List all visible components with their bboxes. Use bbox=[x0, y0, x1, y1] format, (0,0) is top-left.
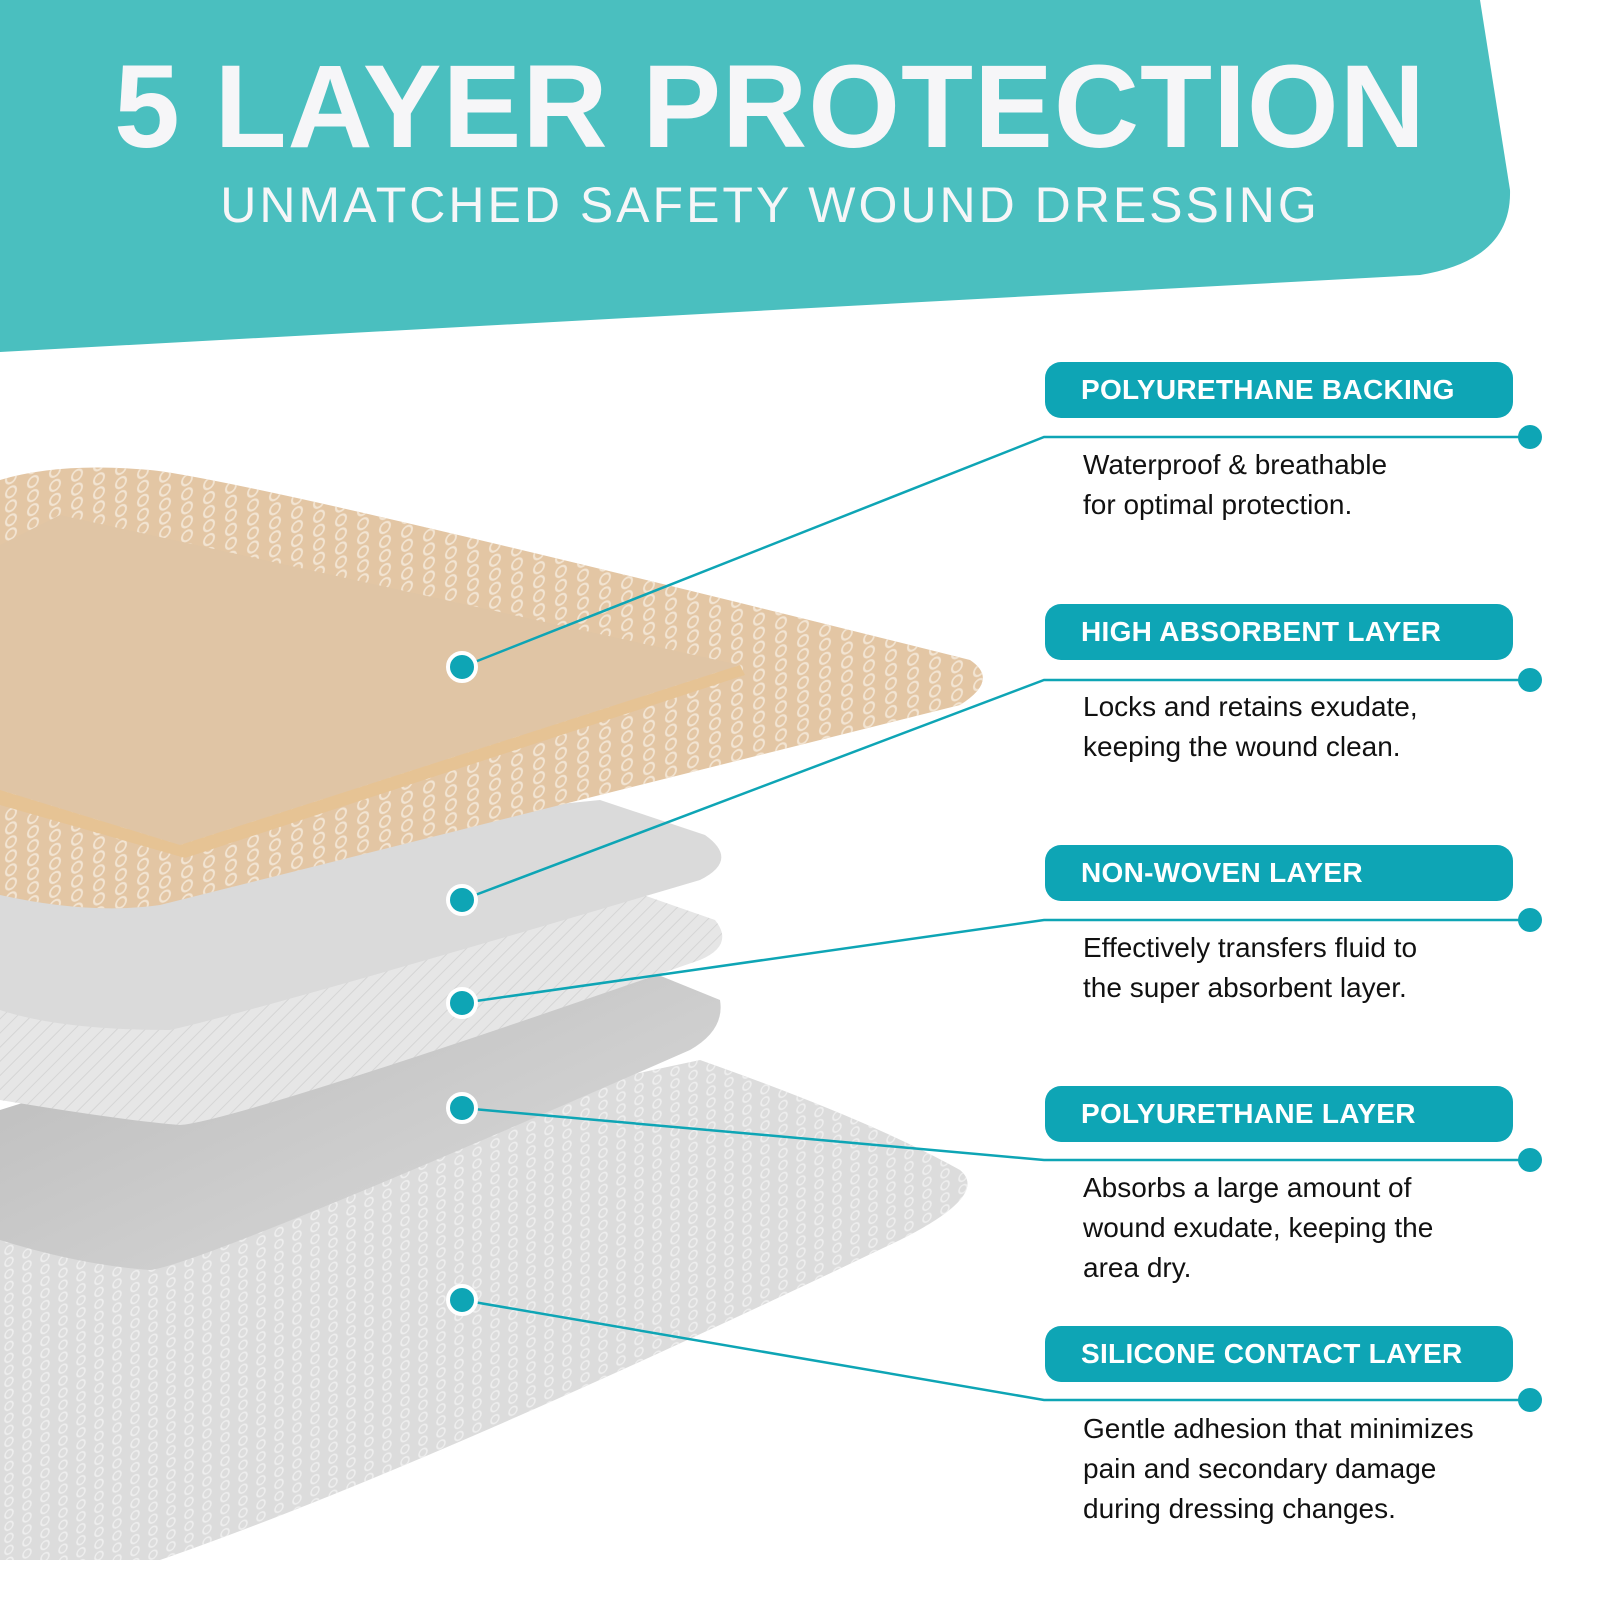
layer-hotspots bbox=[446, 651, 478, 1316]
layer-label-polyurethane-backing: POLYURETHANE BACKING bbox=[1045, 362, 1513, 418]
page-subtitle: UNMATCHED SAFETY WOUND DRESSING bbox=[220, 177, 1320, 233]
layer-label-non-woven: NON-WOVEN LAYER bbox=[1045, 845, 1513, 901]
polyurethane-layer bbox=[0, 935, 721, 1270]
leader-lines bbox=[461, 435, 1530, 1402]
layer-description-high-absorbent: Locks and retains exudate, keeping the w… bbox=[1083, 691, 1418, 762]
layer-description-non-woven: Effectively transfers fluid to the super… bbox=[1083, 932, 1418, 1003]
layer-description-silicone-contact: Gentle adhesion that minimizes pain and … bbox=[1083, 1413, 1474, 1524]
layer-description-polyurethane-layer: Absorbs a large amount of wound exudate,… bbox=[1083, 1172, 1434, 1283]
layer-label-polyurethane-layer: POLYURETHANE LAYER bbox=[1045, 1086, 1513, 1142]
page-title: 5 LAYER PROTECTION bbox=[114, 41, 1426, 173]
header-banner bbox=[0, 0, 1511, 352]
layer-label-high-absorbent: HIGH ABSORBENT LAYER bbox=[1045, 604, 1513, 660]
layer-label-silicone-contact: SILICONE CONTACT LAYER bbox=[1045, 1326, 1513, 1382]
end-dots bbox=[1518, 425, 1542, 1412]
polyurethane-backing-layer bbox=[0, 467, 983, 909]
layer-description-polyurethane-backing: Waterproof & breathable for optimal prot… bbox=[1083, 449, 1388, 520]
